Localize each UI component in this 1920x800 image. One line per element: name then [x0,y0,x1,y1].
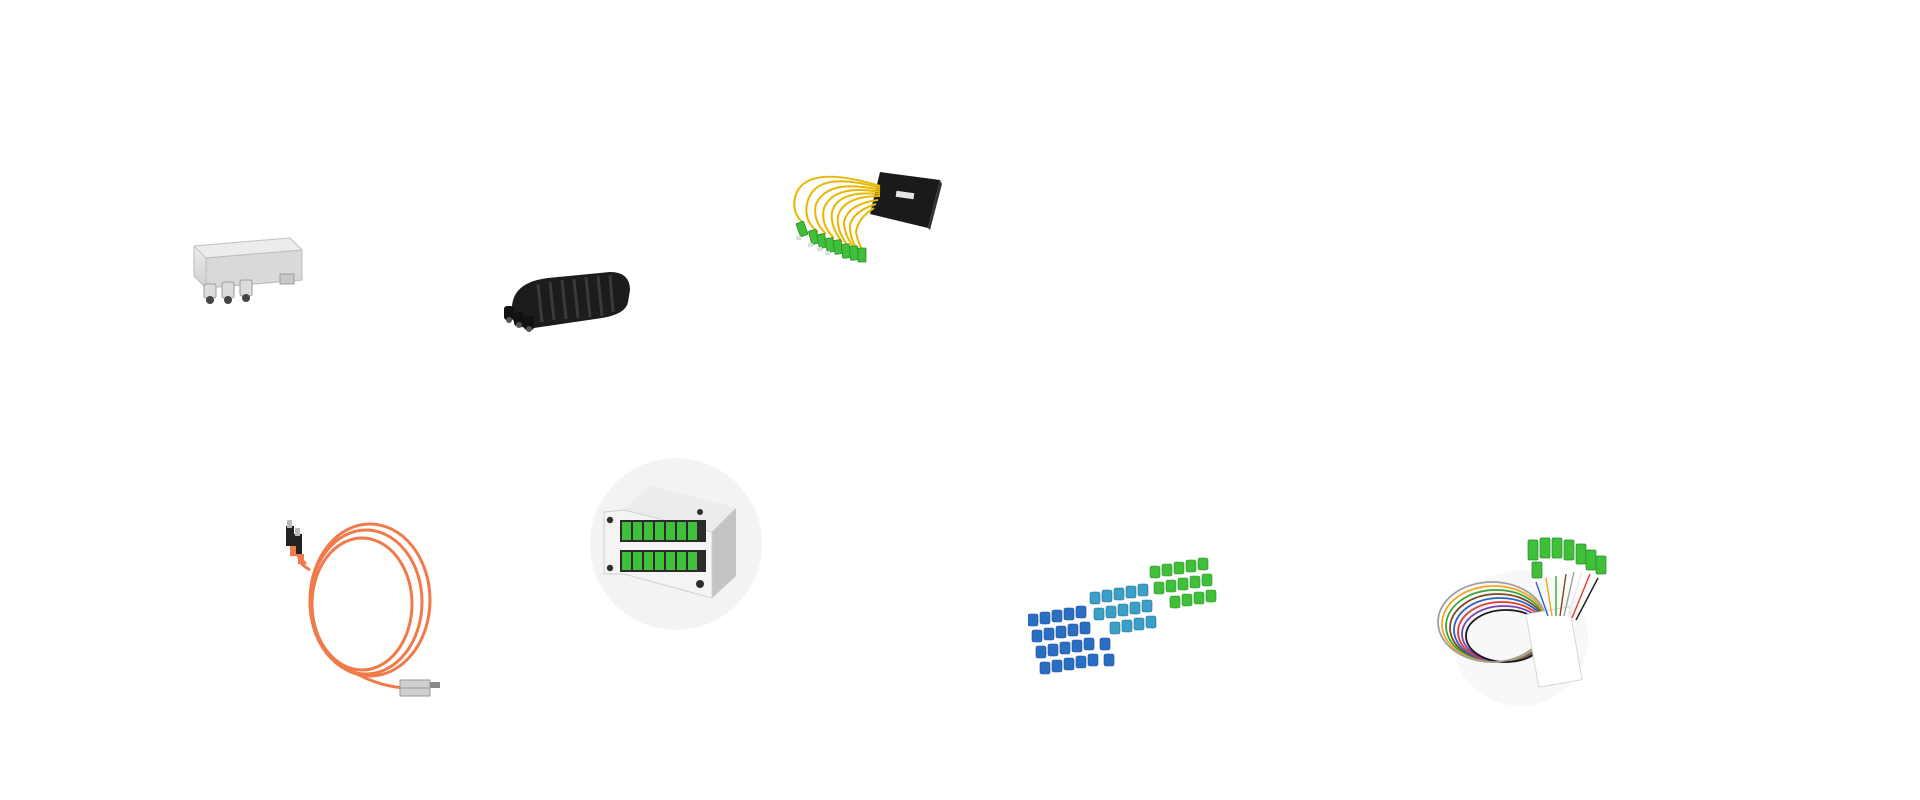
product-patch-cord[interactable] [260,520,460,700]
product-splice-closure[interactable] [498,262,636,338]
fiber-splice-closure-icon [504,272,630,332]
product-adapters[interactable] [1028,552,1230,682]
product-plc-splitter[interactable] [778,160,962,272]
plc-splitter-abs-box-icon [793,172,942,263]
fiber-pigtails-icon [1437,537,1607,706]
fiber-adapters-icon [1028,557,1217,675]
lgx-cassette-splitter-icon [590,458,762,630]
fiber-patch-cord-icon [286,520,440,697]
product-pigtails[interactable] [1428,532,1610,708]
product-lgx-splitter[interactable] [588,456,764,632]
product-terminal-box[interactable] [180,232,308,322]
fiber-terminal-box-icon [192,237,304,304]
